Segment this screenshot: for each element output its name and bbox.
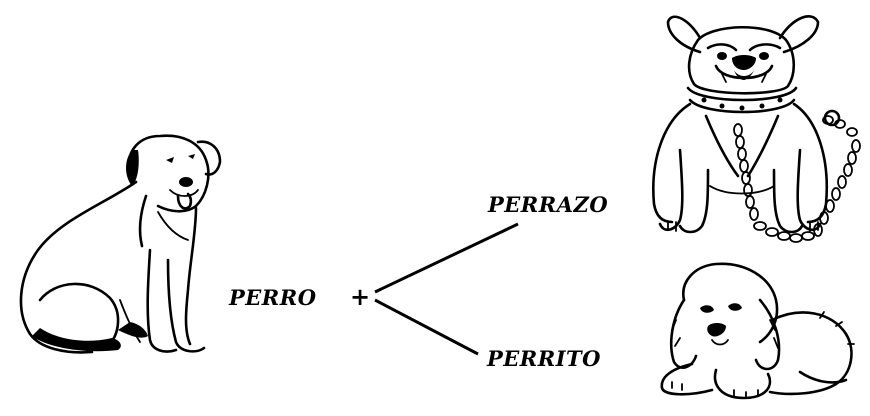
word-perro: PERRO — [229, 285, 317, 310]
word-perrito: PERRITO — [487, 346, 601, 371]
plus-sign: + — [350, 282, 371, 311]
branch-line-upper — [374, 222, 519, 294]
word-perrazo: PERRAZO — [488, 192, 609, 217]
branch-line-lower — [374, 298, 479, 356]
